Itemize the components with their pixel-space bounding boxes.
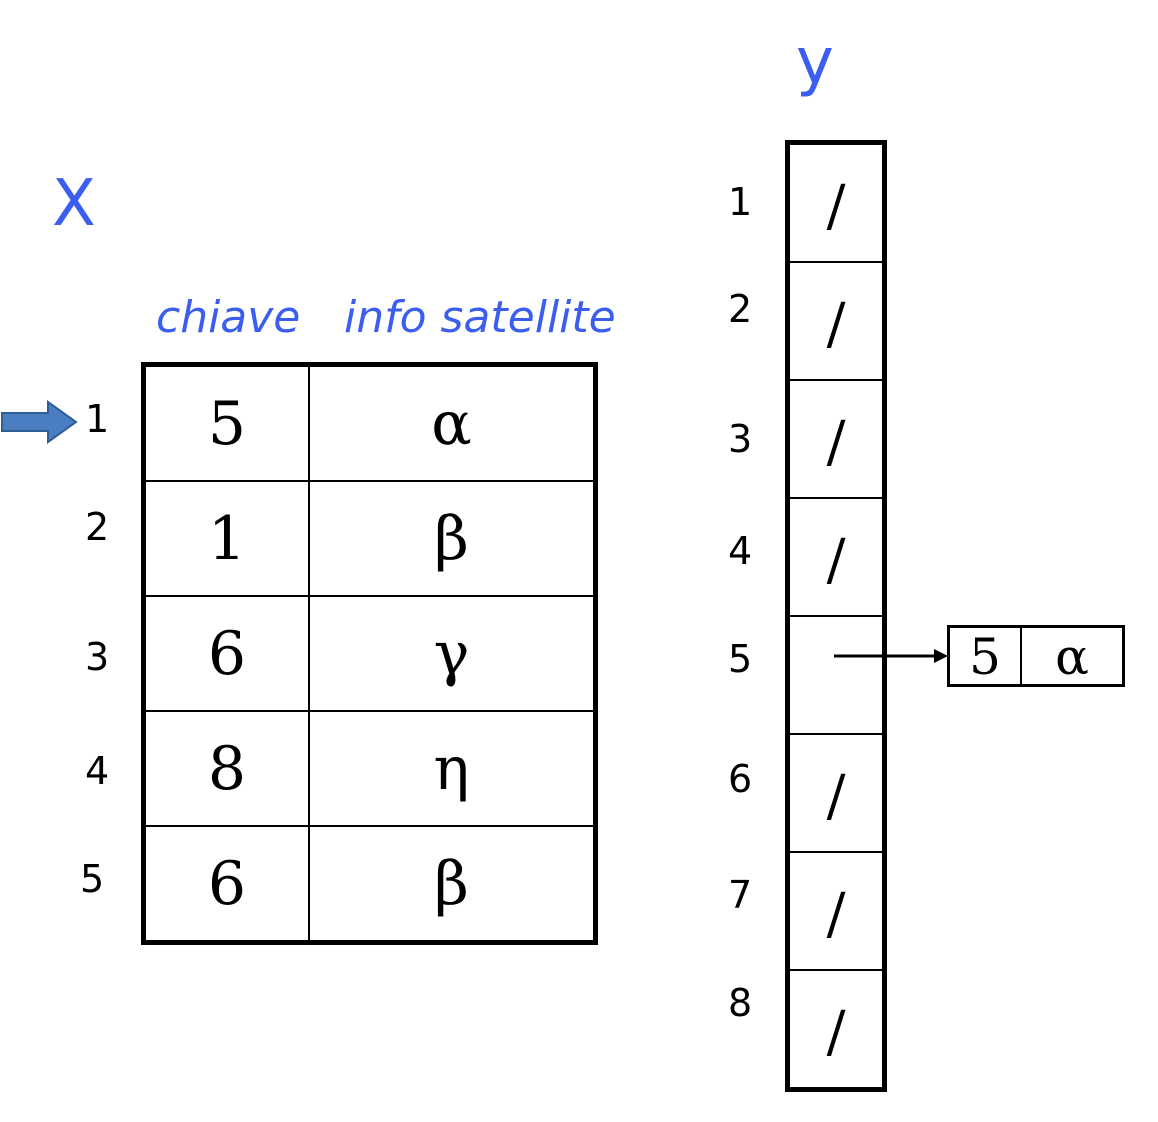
key-cell: 6 (142, 595, 310, 712)
nil-slash: / (826, 174, 846, 239)
node-key: 5 (950, 628, 1022, 686)
y-cell: / (790, 971, 882, 1087)
y-cell: / (790, 499, 882, 617)
x-row-index: 2 (85, 505, 110, 549)
y-cell-pointer (790, 617, 882, 735)
info-cell: γ (308, 595, 597, 712)
pointer-arrow-icon (834, 649, 948, 663)
info-cell: α (308, 363, 597, 482)
table-row: 6 β (142, 825, 597, 944)
y-cell: / (790, 735, 882, 853)
info-cell: β (308, 480, 597, 597)
key-cell: 1 (142, 480, 310, 597)
y-cell: / (790, 853, 882, 971)
info-column-header: info satellite (344, 292, 616, 343)
nil-slash: / (826, 882, 846, 947)
key-column-header: chiave (156, 292, 301, 343)
nil-slash: / (826, 410, 846, 475)
table-row: 8 η (142, 710, 597, 827)
nil-slash: / (826, 1000, 846, 1065)
node-info: α (1055, 628, 1089, 686)
y-cell: / (790, 263, 882, 381)
y-cell: / (790, 381, 882, 499)
y-cell-index: 1 (728, 180, 753, 224)
y-cell-index: 2 (728, 287, 753, 331)
y-cell-index: 8 (728, 981, 753, 1025)
y-cell-index: 3 (728, 417, 753, 461)
table-row: 6 γ (142, 595, 597, 712)
key-cell: 5 (142, 363, 310, 482)
nil-slash: / (826, 292, 846, 357)
table-row: 1 β (142, 480, 597, 597)
x-row-index: 3 (85, 635, 110, 679)
y-cell-index: 7 (728, 873, 753, 917)
y-array-column: / / / / / / / (785, 140, 887, 1092)
x-row-index: 5 (80, 857, 105, 901)
x-row-index: 4 (85, 749, 110, 793)
y-cell-index: 6 (728, 757, 753, 801)
y-cell-index: 5 (728, 637, 753, 681)
key-cell: 6 (142, 825, 310, 944)
y-cell-index: 4 (728, 529, 753, 573)
y-cell: / (790, 145, 882, 263)
key-cell: 8 (142, 710, 310, 827)
x-row-index: 1 (85, 397, 110, 441)
x-array-label: X (52, 167, 96, 241)
nil-slash: / (826, 528, 846, 593)
current-row-arrow-icon (1, 400, 78, 444)
x-array-table: 5 α 1 β 6 γ 8 η 6 β (141, 362, 598, 945)
nil-slash: / (826, 764, 846, 829)
info-cell: η (308, 710, 597, 827)
table-row: 5 α (142, 363, 597, 482)
y-array-label: Y (796, 25, 834, 99)
info-cell: β (308, 825, 597, 944)
list-node: 5 α (947, 625, 1125, 687)
